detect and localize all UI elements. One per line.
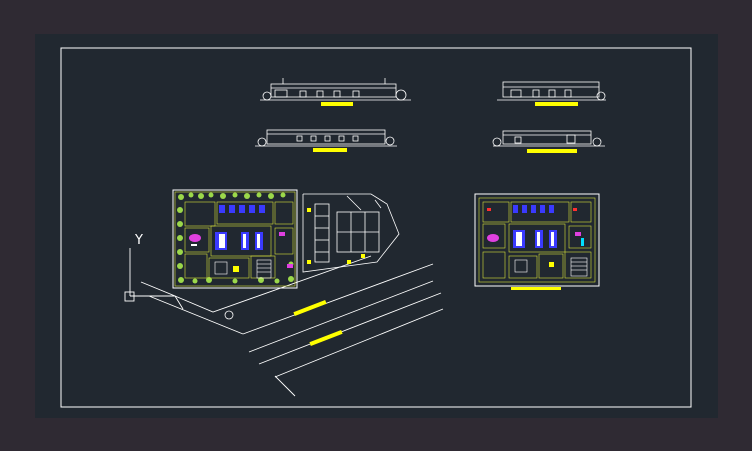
ucs-axis-icon (124, 248, 175, 302)
elevation-back-title-bar (527, 149, 577, 153)
site-magenta-furniture (189, 232, 293, 268)
floor-plan-outline (474, 193, 600, 287)
site-landscaping (177, 192, 294, 284)
elevation-front-title-bar (321, 102, 353, 106)
sheet-border (60, 47, 692, 408)
site-stairs (256, 259, 272, 279)
road-marking-2 (309, 330, 343, 346)
elevation-rear-title-bar (535, 102, 578, 106)
elevation-front (260, 78, 411, 101)
site-roads (140, 255, 444, 397)
road-marking-1 (293, 300, 327, 316)
site-parking (302, 193, 400, 273)
site-plan (140, 189, 444, 397)
elevation-side-title-bar (313, 148, 347, 152)
site-white-fixtures (191, 234, 260, 248)
cad-drawing: Y (60, 47, 692, 408)
floor-plan (474, 193, 600, 287)
elevation-back (492, 130, 605, 147)
site-building-outline (172, 189, 298, 289)
elevation-rear (497, 81, 606, 101)
floor-plan-title-bar (511, 287, 561, 290)
site-tree (224, 310, 234, 320)
cad-model-viewport[interactable]: Y (35, 34, 718, 418)
ucs-y-label: Y (134, 233, 143, 248)
site-rooms (184, 201, 294, 279)
elevation-side (255, 129, 397, 147)
